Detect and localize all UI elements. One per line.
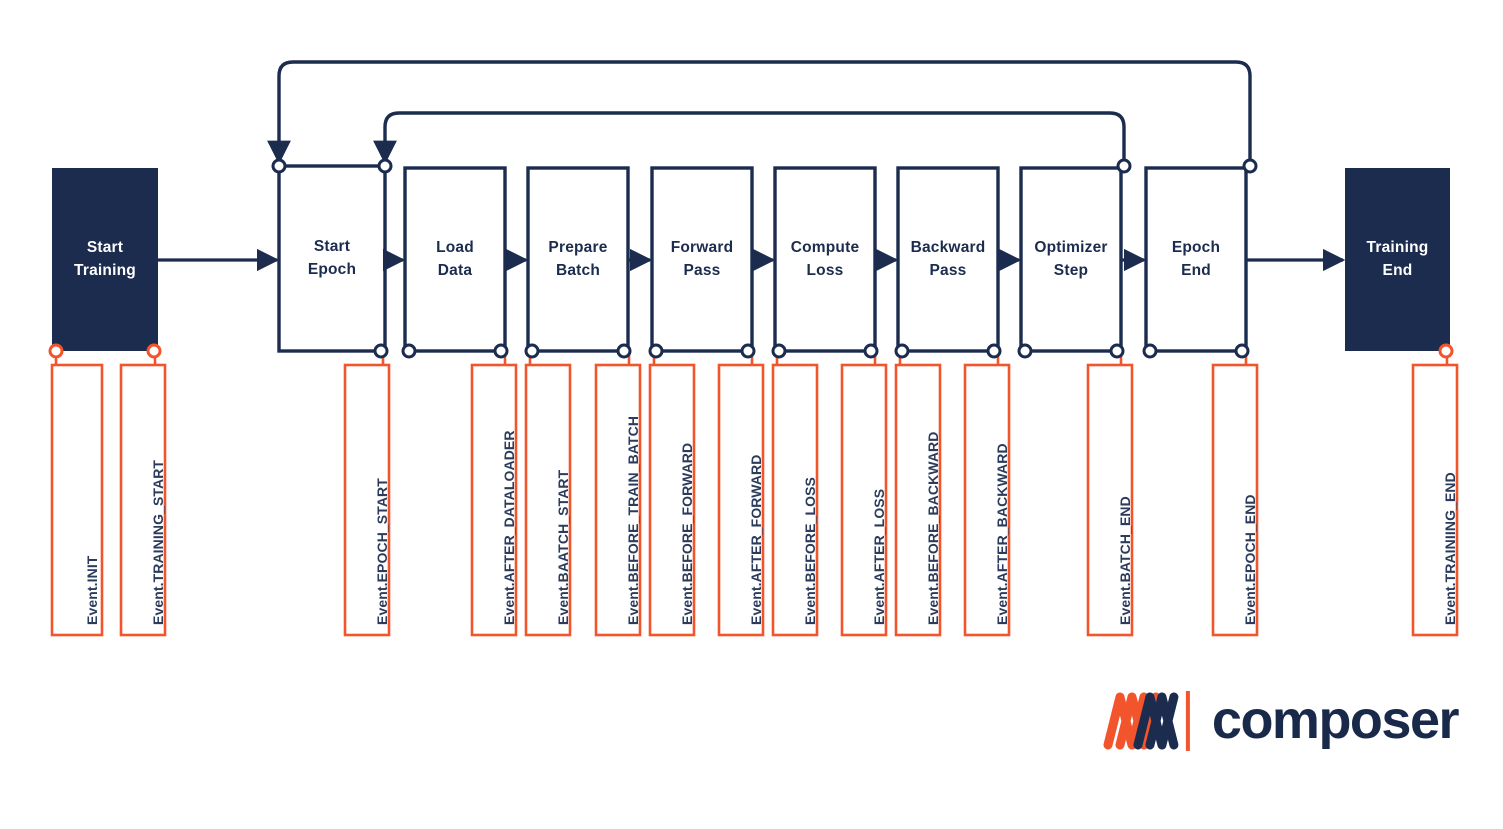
loop-connector-batch-loop bbox=[373, 111, 1126, 165]
connector-dot-optimizer-step-bottom-left[interactable] bbox=[1017, 343, 1033, 359]
event-box-init[interactable] bbox=[50, 363, 104, 637]
event-box-epoch-start[interactable] bbox=[343, 363, 391, 637]
connector-dot-optimizer-step-bottom-right[interactable] bbox=[1109, 343, 1125, 359]
stage-box-start-epoch[interactable] bbox=[277, 164, 387, 353]
stage-box-forward-pass[interactable] bbox=[650, 166, 754, 353]
logo-wordmark: composer bbox=[1211, 690, 1460, 750]
logo-divider bbox=[1185, 691, 1190, 751]
event-box-before-train[interactable] bbox=[594, 363, 642, 637]
event-box-before-forward[interactable] bbox=[648, 363, 696, 637]
mosaicml-zigzag-mark bbox=[1103, 691, 1190, 751]
connector-dot-start-epoch-top-right[interactable] bbox=[377, 158, 393, 174]
connector-dot-epoch-end-bottom-right[interactable] bbox=[1234, 343, 1250, 359]
connector-dot-training-end-bottom-right[interactable] bbox=[1438, 343, 1454, 359]
event-box-training-end-evt[interactable] bbox=[1411, 363, 1459, 637]
event-box-before-loss[interactable] bbox=[771, 363, 819, 637]
stage-box-backward-pass[interactable] bbox=[896, 166, 1000, 353]
connector-dot-start-training-bottom-left[interactable] bbox=[48, 343, 64, 359]
connector-dot-forward-pass-bottom-left[interactable] bbox=[648, 343, 664, 359]
event-box-after-dataloader[interactable] bbox=[470, 363, 518, 637]
connector-dot-forward-pass-bottom-right[interactable] bbox=[740, 343, 756, 359]
stage-box-prepare-batch[interactable] bbox=[526, 166, 630, 353]
connector-dot-optimizer-step-top-right[interactable] bbox=[1116, 158, 1132, 174]
connector-dot-prepare-batch-bottom-right[interactable] bbox=[616, 343, 632, 359]
stage-box-load-data[interactable] bbox=[403, 166, 507, 353]
event-box-batch-end[interactable] bbox=[1086, 363, 1134, 637]
connector-dot-start-training-bottom-right[interactable] bbox=[146, 343, 162, 359]
connector-dot-prepare-batch-bottom-left[interactable] bbox=[524, 343, 540, 359]
stage-box-optimizer-step[interactable] bbox=[1019, 166, 1123, 353]
connector-dot-load-data-bottom-right[interactable] bbox=[493, 343, 509, 359]
connector-dot-epoch-end-top-right[interactable] bbox=[1242, 158, 1258, 174]
composer-logo: composer bbox=[1098, 686, 1460, 754]
event-box-after-backward[interactable] bbox=[963, 363, 1011, 637]
connector-dot-epoch-end-bottom-left[interactable] bbox=[1142, 343, 1158, 359]
connector-dot-compute-loss-bottom-right[interactable] bbox=[863, 343, 879, 359]
event-boxes-group bbox=[50, 351, 1459, 637]
stage-box-compute-loss[interactable] bbox=[773, 166, 877, 353]
connector-dots-group bbox=[48, 158, 1454, 359]
event-box-after-forward[interactable] bbox=[717, 363, 765, 637]
connector-dot-load-data-bottom-left[interactable] bbox=[401, 343, 417, 359]
stage-box-start-training[interactable] bbox=[52, 168, 158, 351]
connector-dot-start-epoch-bottom-right[interactable] bbox=[373, 343, 389, 359]
stage-box-epoch-end[interactable] bbox=[1144, 166, 1248, 353]
stage-box-training-end[interactable] bbox=[1345, 168, 1450, 351]
connector-dot-start-epoch-top-left[interactable] bbox=[271, 158, 287, 174]
event-box-baatch-start[interactable] bbox=[524, 363, 572, 637]
event-box-after-loss[interactable] bbox=[840, 363, 888, 637]
event-box-training-start[interactable] bbox=[119, 363, 167, 637]
connector-dot-backward-pass-bottom-left[interactable] bbox=[894, 343, 910, 359]
loop-connectors-group bbox=[267, 60, 1252, 165]
connector-dot-backward-pass-bottom-right[interactable] bbox=[986, 343, 1002, 359]
event-box-epoch-end-evt[interactable] bbox=[1211, 363, 1259, 637]
event-box-before-backward[interactable] bbox=[894, 363, 942, 637]
loop-connector-epoch-loop bbox=[267, 60, 1252, 165]
stage-boxes-group bbox=[52, 164, 1450, 353]
connector-dot-compute-loss-bottom-left[interactable] bbox=[771, 343, 787, 359]
